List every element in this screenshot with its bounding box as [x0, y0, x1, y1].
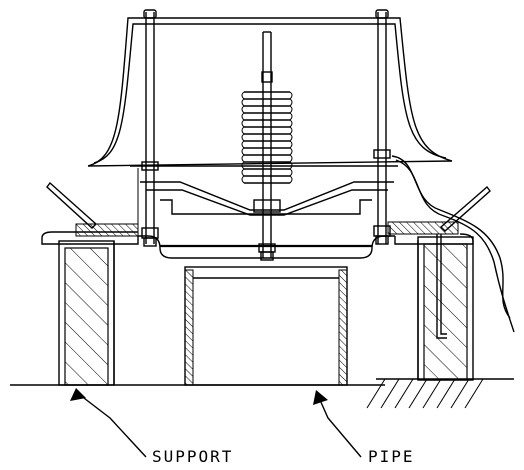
right-tie-rod [373, 9, 391, 245]
spring-assembly [140, 31, 394, 261]
pipe-label: PIPE [368, 447, 415, 466]
support-leader [70, 388, 147, 458]
left-support-section [58, 240, 115, 386]
support-label: SUPPORT [152, 447, 233, 466]
pipe-leader [313, 390, 362, 458]
cable [391, 155, 515, 333]
cap-hood [87, 17, 453, 167]
pipe-section [184, 266, 348, 386]
ground-hatching [366, 378, 484, 409]
spring-coils [241, 91, 293, 184]
left-tie-rod [137, 9, 159, 247]
support-inner-lines [113, 240, 419, 385]
clip-arms [46, 181, 491, 232]
right-bracket [436, 234, 447, 339]
right-support-section [417, 236, 474, 381]
